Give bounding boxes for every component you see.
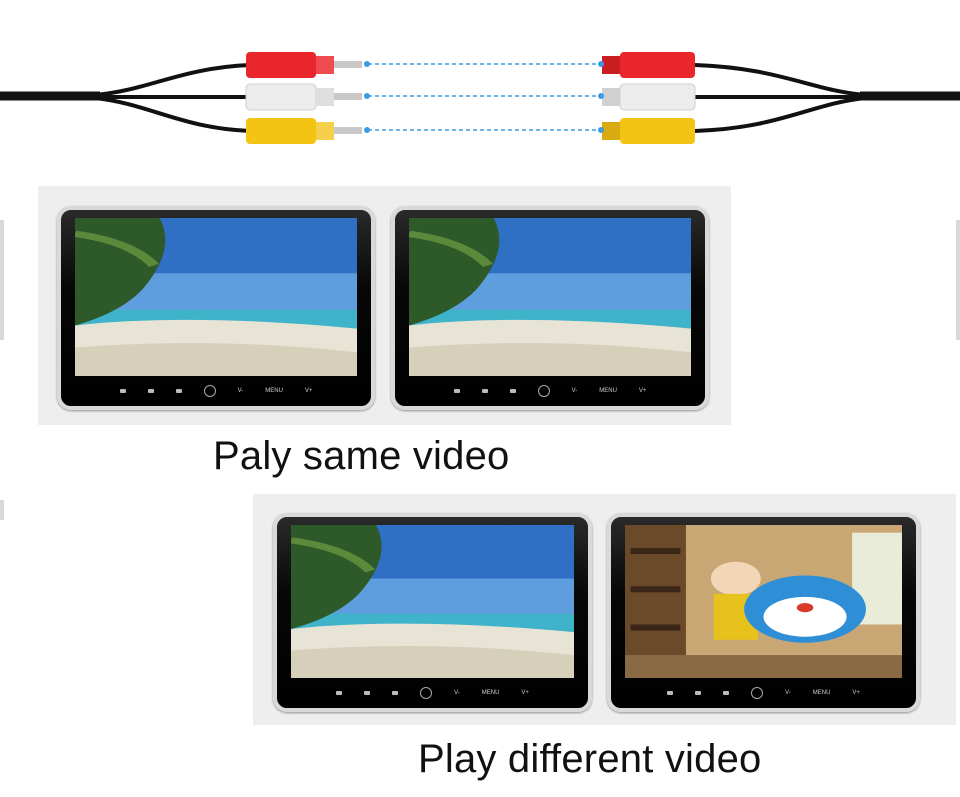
screen-beach-scene (75, 218, 357, 376)
screen-cartoon-scene (625, 525, 902, 678)
beach-scene-image (291, 525, 574, 678)
play-pause-button[interactable] (481, 389, 488, 393)
power-icon[interactable] (751, 687, 764, 699)
right-cable-yellow-wire (694, 96, 866, 133)
screen-beach-scene (409, 218, 691, 376)
next-button[interactable] (509, 389, 516, 393)
prev-button[interactable] (667, 691, 674, 695)
power-icon[interactable] (203, 385, 216, 397)
connection-dashed-lines (368, 63, 600, 131)
power-icon[interactable] (537, 385, 550, 397)
play-pause-button[interactable] (147, 389, 154, 393)
next-button[interactable] (392, 691, 399, 695)
right-edge-mark (956, 220, 960, 340)
menu-button[interactable]: MENU (599, 388, 617, 394)
connection-dots (364, 61, 604, 133)
volume-down-button[interactable]: V- (785, 690, 791, 696)
next-button[interactable] (175, 389, 182, 393)
left-yellow-plug (246, 118, 362, 144)
beach-scene-image (75, 218, 357, 376)
caption-same-video: Paly same video (213, 434, 510, 478)
prev-button[interactable] (453, 389, 460, 393)
volume-up-button[interactable]: V+ (521, 690, 529, 696)
menu-button[interactable]: MENU (265, 388, 283, 394)
volume-down-button[interactable]: V- (454, 690, 460, 696)
prev-button[interactable] (336, 691, 343, 695)
monitor-control-bar: V- MENU V+ (61, 383, 371, 399)
monitor-control-bar: V- MENU V+ (277, 685, 588, 701)
screen-beach-scene (291, 525, 574, 678)
menu-button[interactable]: MENU (481, 690, 500, 696)
monitor-bottom-right: V- MENU V+ (607, 513, 920, 712)
volume-down-button[interactable]: V- (237, 388, 244, 394)
caption-different-video: Play different video (418, 737, 762, 781)
monitor-top-right: V- MENU V+ (391, 206, 709, 410)
play-pause-button[interactable] (364, 691, 371, 695)
monitor-top-left: V- MENU V+ (57, 206, 375, 410)
left-edge-mark-lower (0, 500, 4, 520)
monitor-bottom-left: V- MENU V+ (273, 513, 592, 712)
play-pause-button[interactable] (695, 691, 702, 695)
monitor-control-bar: V- MENU V+ (395, 383, 705, 399)
prev-button[interactable] (119, 389, 126, 393)
menu-button[interactable]: MENU (812, 690, 831, 696)
volume-up-button[interactable]: V+ (304, 388, 313, 394)
left-white-plug (245, 83, 362, 111)
rca-cable-illustration (0, 52, 960, 144)
next-button[interactable] (723, 691, 730, 695)
volume-up-button[interactable]: V+ (852, 690, 860, 696)
left-cable-yellow-wire (94, 96, 251, 133)
left-edge-mark (0, 220, 4, 340)
right-yellow-plug (602, 118, 695, 144)
volume-up-button[interactable]: V+ (638, 388, 647, 394)
right-cable-red-wire (694, 63, 866, 97)
cartoon-scene-image (625, 525, 902, 678)
right-white-plug (602, 83, 696, 111)
monitor-control-bar: V- MENU V+ (611, 685, 916, 701)
left-red-plug (246, 52, 362, 78)
power-icon[interactable] (420, 687, 433, 699)
beach-scene-image (409, 218, 691, 376)
volume-down-button[interactable]: V- (571, 388, 578, 394)
right-red-plug (602, 52, 695, 78)
left-cable-red-wire (94, 63, 251, 97)
